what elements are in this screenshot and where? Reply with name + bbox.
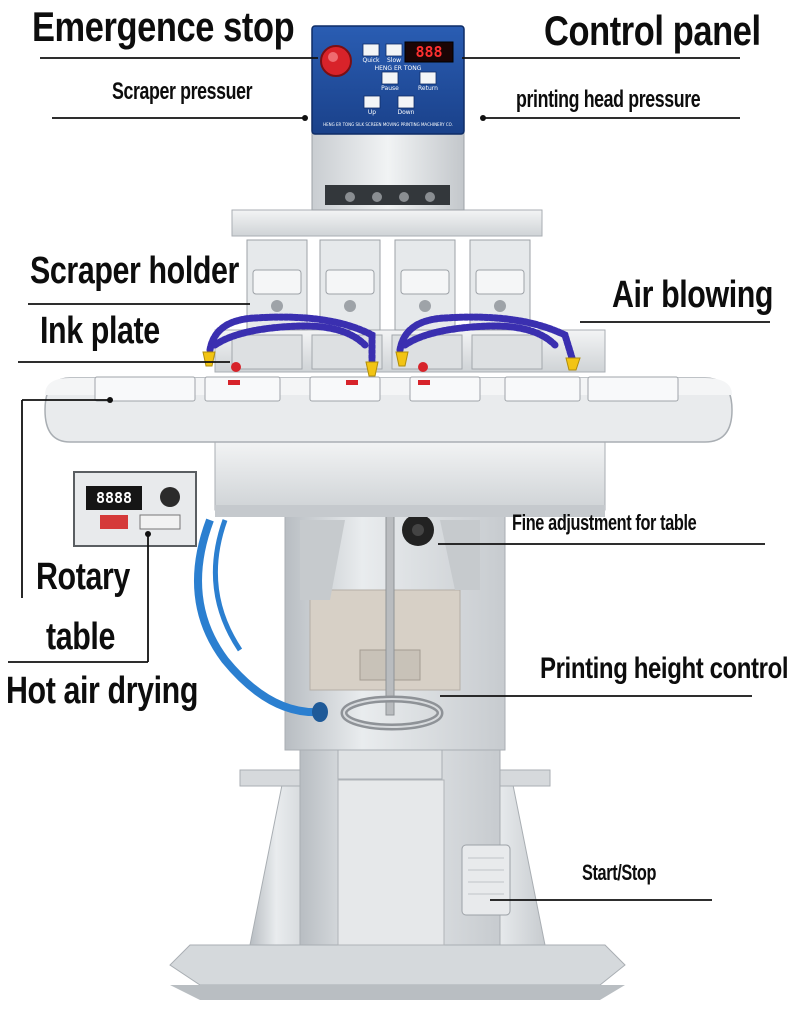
- air-nozzles: [202, 351, 581, 377]
- label-control-panel: Control panel: [544, 7, 761, 54]
- foot-pedal: [461, 844, 511, 916]
- svg-text:8888: 8888: [96, 489, 132, 507]
- label-scraper-holder: Scraper holder: [30, 250, 239, 292]
- table-fixtures: [94, 376, 679, 402]
- panel-button-label: Pause: [381, 85, 399, 92]
- table-housing: [214, 439, 606, 511]
- base-plate: [169, 944, 626, 986]
- label-rotary-table-line1: Rotary: [36, 556, 130, 598]
- label-hot-air-drying: Hot air drying: [6, 670, 199, 712]
- air-hose: [194, 518, 321, 717]
- svg-text:HENG ER TONG: HENG ER TONG: [375, 65, 422, 72]
- panel-buttons: [362, 43, 437, 109]
- panel-button-label: Down: [397, 109, 414, 116]
- panel-button-label: Up: [368, 109, 376, 116]
- svg-text:HENG ER TONG SILK SCREEN MOVIN: HENG ER TONG SILK SCREEN MOVING PRINTING…: [323, 122, 453, 127]
- label-scraper-pressuer: Scraper pressuer: [112, 78, 253, 105]
- panel-button-label: Slow: [387, 57, 401, 64]
- leader-lines: [8, 57, 770, 901]
- label-printing-height-control: Printing height control: [540, 652, 789, 685]
- label-printing-head-pressure: printing head pressure: [516, 86, 701, 113]
- label-air-blowing: Air blowing: [612, 274, 774, 316]
- air-blowing-tubes: [206, 313, 576, 364]
- panel-display: [404, 41, 454, 63]
- label-fine-adjustment-for-table: Fine adjustment for table: [512, 510, 697, 535]
- label-rotary-table-line2: table: [46, 616, 115, 658]
- svg-text:888: 888: [415, 43, 442, 61]
- panel-button-label: Return: [418, 85, 438, 92]
- panel-button-label: Quick: [363, 57, 380, 64]
- scraper-holder-frame: [231, 209, 543, 237]
- label-ink-plate: Ink plate: [40, 310, 160, 352]
- label-emergence-stop: Emergence stop: [32, 3, 295, 50]
- threaded-rod: [385, 514, 395, 716]
- label-start-stop: Start/Stop: [582, 860, 657, 885]
